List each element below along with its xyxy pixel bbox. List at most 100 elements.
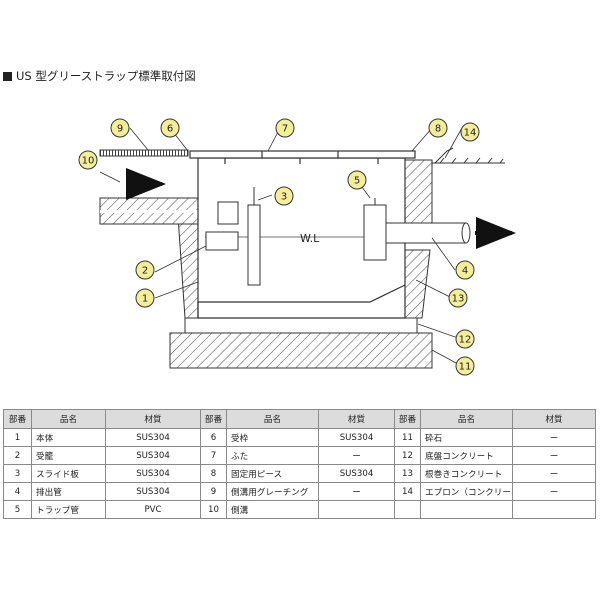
part-name-cell: 側溝 — [226, 500, 319, 519]
callout-8: 8 — [428, 118, 448, 138]
callout-14: 14 — [460, 122, 480, 142]
callout-label: 6 — [167, 124, 173, 135]
callout-10: 10 — [78, 150, 98, 170]
title-bullet — [3, 72, 12, 81]
material-cell: ー — [512, 428, 596, 447]
column-header: 部番 — [3, 409, 32, 429]
callout-circle — [135, 288, 155, 308]
discharge-pipe — [385, 222, 471, 244]
callout-2: 2 — [135, 260, 155, 280]
part-name-cell: 底盤コンクリート — [420, 446, 513, 465]
callout-6: 6 — [160, 118, 180, 138]
column-header: 材質 — [105, 409, 201, 429]
callout-circle — [160, 118, 180, 138]
part-number-cell: 8 — [200, 464, 227, 483]
part-number-cell: 9 — [200, 482, 227, 501]
column-header: 品名 — [420, 409, 513, 429]
part-name-cell: 側溝用グレーチング — [226, 482, 319, 501]
wrap-concrete-right — [404, 249, 431, 319]
table-header-row: 部番品名材質部番品名材質部番品名材質 — [3, 409, 596, 429]
part-number-cell: 14 — [394, 482, 421, 501]
callout-label: 12 — [459, 335, 472, 346]
callout-circle — [275, 118, 295, 138]
part-number-cell: 6 — [200, 428, 227, 447]
callout-circle — [428, 118, 448, 138]
part-name-cell: 根巻きコンクリート — [420, 464, 513, 483]
callout-circle — [448, 288, 468, 308]
part-name-cell: 受籠 — [31, 446, 106, 465]
material-cell: ー — [318, 482, 395, 501]
material-cell: SUS304 — [105, 482, 201, 501]
callout-9: 9 — [110, 118, 130, 138]
part-number-cell: 12 — [394, 446, 421, 465]
part-name-cell: 固定用ピース — [226, 464, 319, 483]
part-number-cell: 3 — [3, 464, 32, 483]
part-name-cell: 排出管 — [31, 482, 106, 501]
callout-circle — [78, 150, 98, 170]
column-header: 材質 — [512, 409, 596, 429]
part-name-cell: スライド板 — [31, 464, 106, 483]
ground-surface — [430, 147, 505, 164]
callout-circle — [455, 356, 475, 376]
callout-label: 9 — [117, 124, 123, 135]
callout-label: 1 — [142, 294, 148, 305]
part-name-cell: エプロン（コンクリート） — [420, 482, 513, 501]
crushed-stone-layer — [169, 332, 433, 369]
callout-label: 8 — [435, 124, 441, 135]
water-line-label: W.L — [300, 232, 320, 245]
callout-label: 3 — [281, 192, 287, 203]
callout-label: 7 — [282, 124, 288, 135]
column-header: 品名 — [226, 409, 319, 429]
material-cell: SUS304 — [105, 428, 201, 447]
basket — [205, 201, 239, 251]
callout-1: 1 — [135, 288, 155, 308]
column-header: 材質 — [318, 409, 395, 429]
material-cell: SUS304 — [318, 428, 395, 447]
lid-and-frame — [189, 150, 416, 164]
callout-11: 11 — [455, 356, 475, 376]
part-number-cell: 4 — [3, 482, 32, 501]
part-number-cell: 10 — [200, 500, 227, 519]
material-cell: ー — [512, 446, 596, 465]
part-number-cell: 11 — [394, 428, 421, 447]
column-header: 部番 — [200, 409, 227, 429]
part-number-cell: 7 — [200, 446, 227, 465]
material-cell — [512, 500, 596, 519]
part-name-cell: 本体 — [31, 428, 106, 447]
column-header: 品名 — [31, 409, 106, 429]
part-number-cell: 13 — [394, 464, 421, 483]
side-ditch — [99, 197, 199, 225]
leader-lines — [99, 127, 463, 365]
callout-3: 3 — [274, 186, 294, 206]
material-cell: ー — [512, 482, 596, 501]
base-concrete-slab — [184, 317, 418, 334]
column-header: 部番 — [394, 409, 421, 429]
callout-4: 4 — [455, 260, 475, 280]
material-cell: PVC — [105, 500, 201, 519]
callout-label: 2 — [142, 266, 148, 277]
part-name-cell: 受枠 — [226, 428, 319, 447]
wrap-concrete-left — [177, 215, 199, 319]
part-name-cell: トラップ管 — [31, 500, 106, 519]
title-text: US 型グリーストラップ標準取付図 — [16, 69, 196, 83]
callout-circle — [347, 170, 367, 190]
callout-label: 10 — [82, 156, 95, 167]
callout-5: 5 — [347, 170, 367, 190]
callout-7: 7 — [275, 118, 295, 138]
trap-pipe — [363, 198, 387, 261]
callout-circle — [274, 186, 294, 206]
callout-label: 13 — [452, 294, 465, 305]
part-name-cell: ふた — [226, 446, 319, 465]
callout-circle — [460, 122, 480, 142]
part-number-cell: 5 — [3, 500, 32, 519]
apron-concrete — [404, 159, 433, 226]
material-cell: ー — [318, 446, 395, 465]
